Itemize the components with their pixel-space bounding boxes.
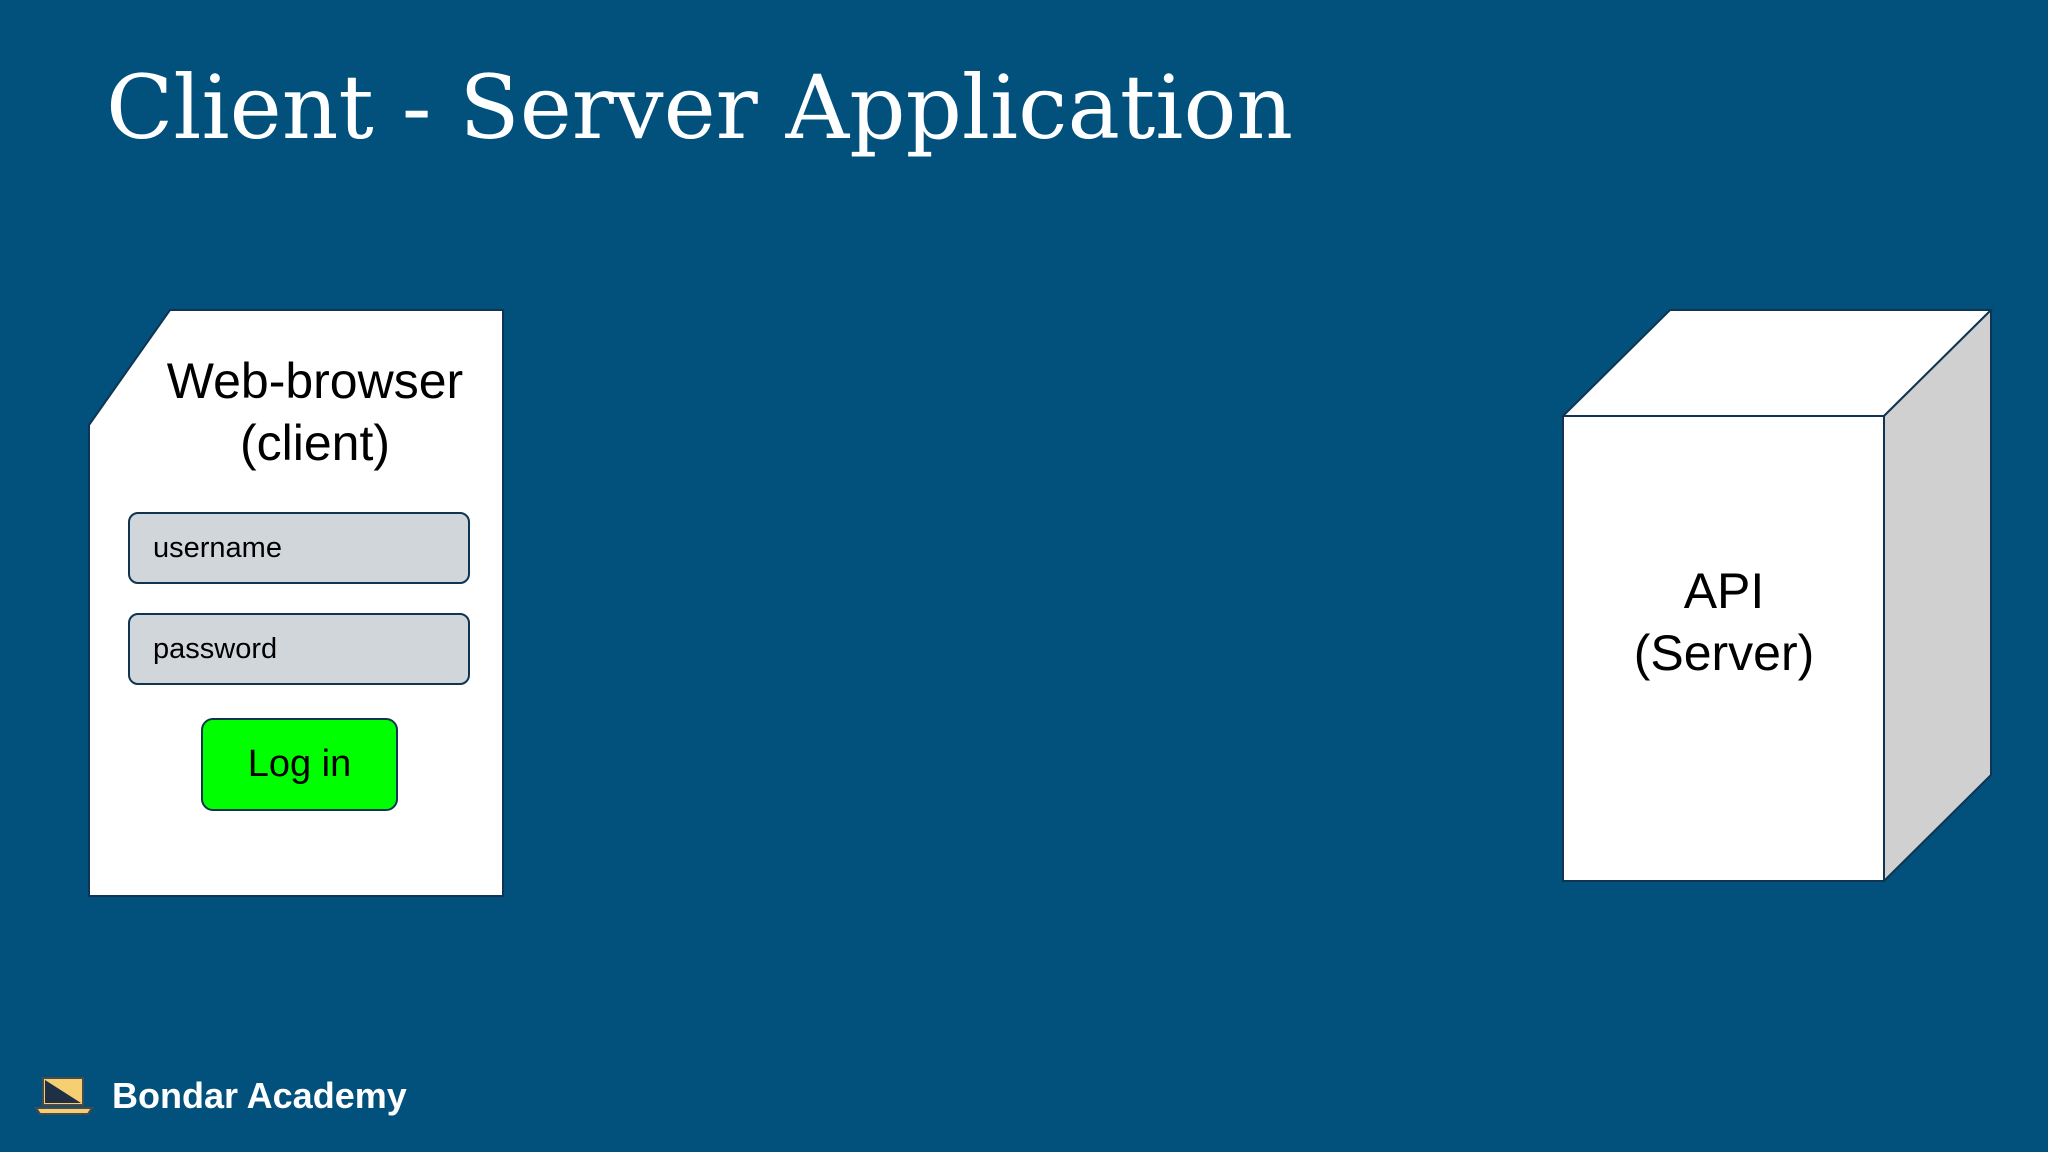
laptop-icon bbox=[34, 1077, 94, 1115]
slide-title: Client - Server Application bbox=[106, 56, 1294, 159]
brand-footer: Bondar Academy bbox=[34, 1070, 407, 1122]
web-browser-label-line1: Web-browser bbox=[166, 353, 464, 409]
login-button: Log in bbox=[201, 718, 398, 811]
web-browser-page bbox=[88, 309, 504, 897]
server-label-line1: API bbox=[1683, 563, 1765, 619]
password-field: password bbox=[128, 613, 470, 685]
username-field: username bbox=[128, 512, 470, 584]
web-browser-label: Web-browser (client) bbox=[150, 350, 480, 474]
server-label: API (Server) bbox=[1563, 560, 1885, 684]
server-cube-front bbox=[1562, 415, 1885, 882]
web-browser-label-line2: (client) bbox=[239, 415, 391, 471]
server-cube bbox=[1561, 309, 1993, 883]
brand-name: Bondar Academy bbox=[112, 1075, 407, 1116]
web-browser-shape bbox=[88, 309, 504, 897]
server-label-line2: (Server) bbox=[1633, 625, 1815, 681]
